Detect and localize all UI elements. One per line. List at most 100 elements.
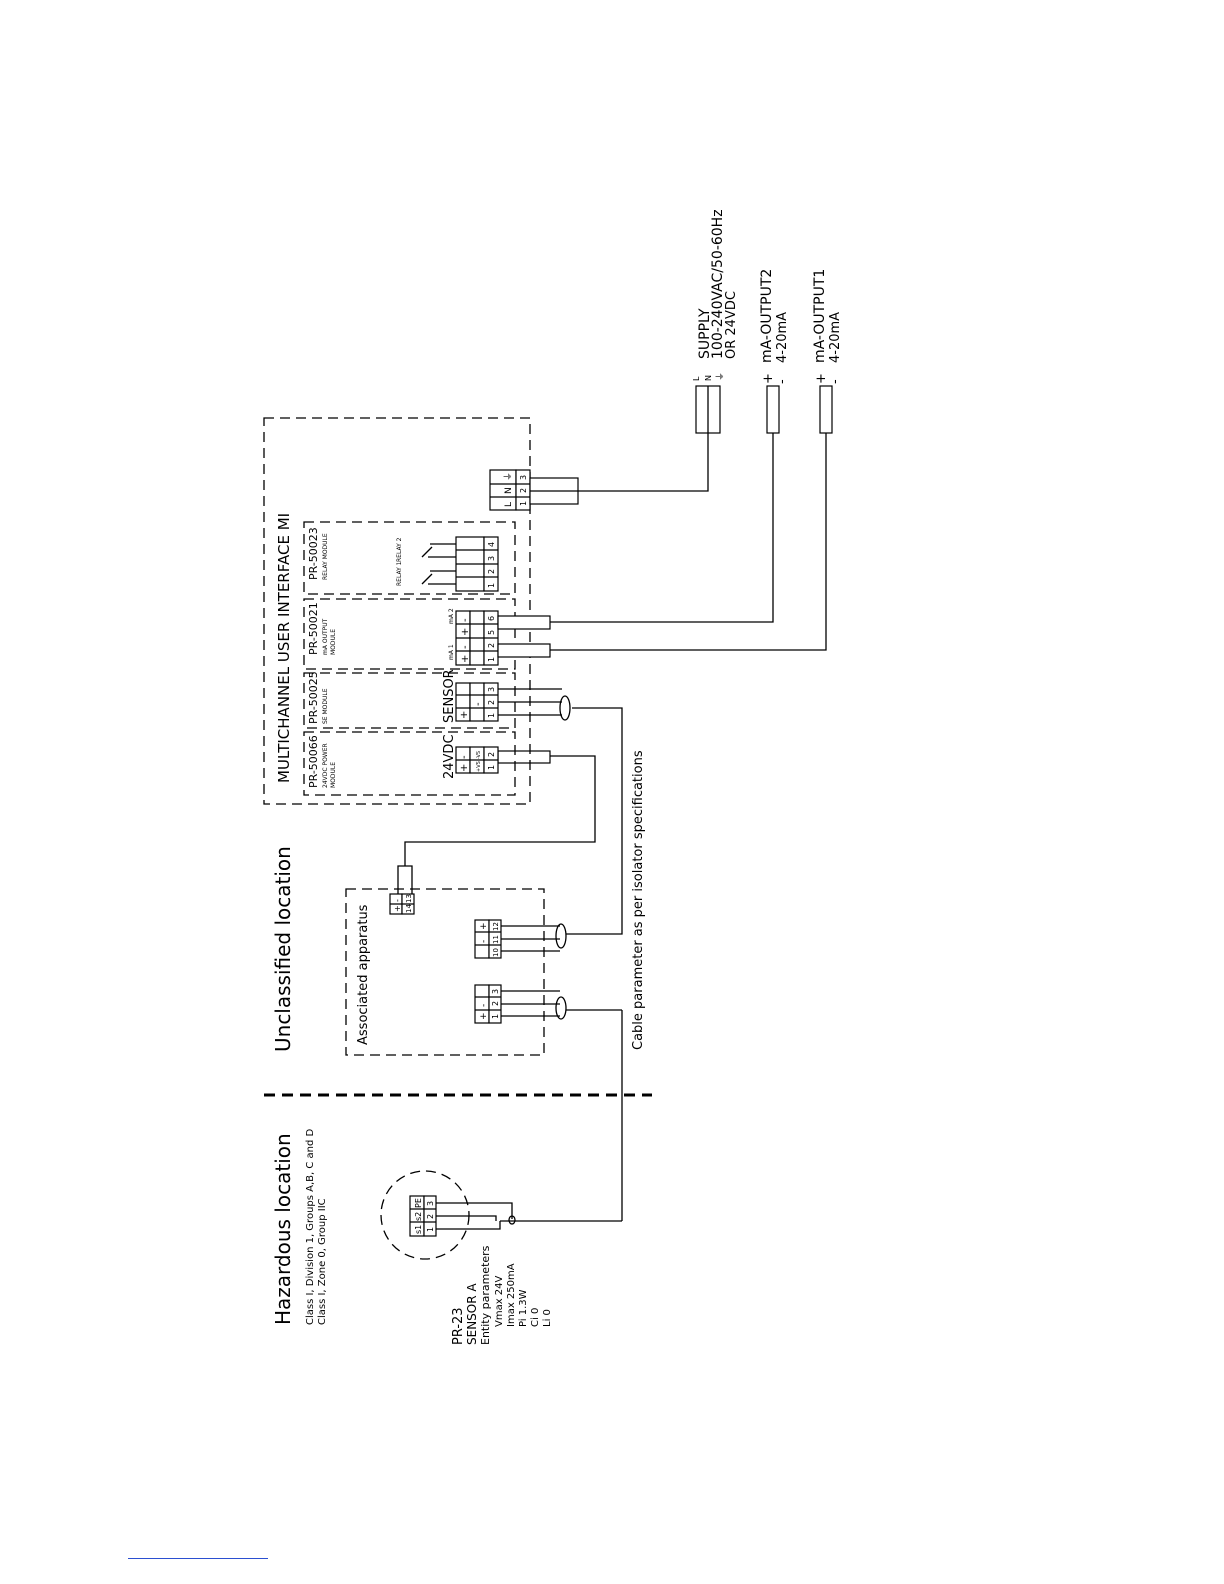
module-ma-output-desc-1: mA OUTPUT [322, 618, 329, 655]
module-sensor-sign-minus: - [473, 702, 484, 706]
module-ma-sign-4: - [460, 618, 471, 622]
block-c-number-14: 14 [405, 904, 413, 913]
sensor-param-li: Li 0 [542, 1309, 553, 1327]
module-ma-sign-3: + [460, 628, 471, 636]
sensor-enclosure [380, 1170, 470, 1260]
output-2-minus: - [775, 379, 790, 384]
sensor-param-pi: Pi 1.3W [518, 1289, 529, 1327]
module-power-model: PR-50066 [307, 735, 320, 788]
supply-wire-n: N [704, 375, 713, 381]
module-ma-sign-2: - [460, 645, 471, 649]
module-sensor-terminal-title: SENSOR [442, 669, 457, 723]
supply-alt-voltage: OR 24VDC [724, 291, 739, 359]
sensor-terminal-label-1: s1 [414, 1225, 423, 1234]
supply-terminal-number-2: 2 [519, 488, 528, 493]
block-a-sign-2: - [479, 1004, 489, 1007]
relay-2-contact [421, 543, 456, 558]
module-power-sign-plus: + [459, 764, 470, 772]
output-1-title: mA-OUTPUT1 [812, 269, 828, 363]
module-power-terminal-title: 24VDC [442, 734, 457, 779]
supply-terminal-number-3: 3 [519, 475, 528, 480]
supply-terminal-label-l: L [504, 502, 514, 507]
output-2-range: 4-20mA [775, 312, 790, 363]
module-ma-number-1: 1 [487, 657, 496, 662]
module-power-sign-minus: - [459, 755, 470, 759]
output-2-plus: + [761, 373, 776, 384]
module-sensor-number-2: 2 [487, 700, 496, 705]
module-ma-group-2: mA 2 [448, 608, 455, 624]
module-ma-number-5: 5 [487, 630, 496, 635]
associated-terminal-block-a: + - 1 2 3 [474, 984, 502, 1024]
block-c-sign-minus: - [393, 899, 402, 902]
module-relay-label-1: RELAY 1 [396, 561, 403, 586]
sensor-param-vmax: Vmax 24V [494, 1275, 505, 1327]
supply-cable [529, 433, 709, 505]
module-power-sub-minus: -VS [476, 751, 482, 759]
module-sensor-number-3: 3 [487, 687, 496, 692]
supply-wire-l: L [692, 376, 701, 381]
module-sensor-sign-plus: + [459, 711, 470, 719]
module-relay-box [303, 521, 516, 595]
block-a-number-3: 3 [491, 989, 500, 994]
module-ma-sign-1: + [460, 655, 471, 663]
sensor-terminal-label-2: s2 [414, 1212, 423, 1221]
supply-wire-pe: ⏚ [715, 372, 726, 381]
output-2-title: mA-OUTPUT2 [759, 269, 775, 363]
interface-enclosure [263, 417, 531, 805]
module-relay-number-1: 1 [487, 583, 496, 588]
module-power-sub-plus: +VS [476, 761, 482, 772]
block-c-number-13: 13 [405, 894, 413, 903]
cable-parameter-note: Cable parameter as per isolator specific… [631, 750, 646, 1050]
module-relay-terminal-block: 1 2 3 4 [455, 536, 499, 592]
module-relay-model: PR-50023 [307, 527, 320, 580]
module-relay-desc: RELAY MODULE [322, 533, 329, 580]
block-a-number-2: 2 [491, 1001, 500, 1006]
block-b-sign-2: + [479, 922, 489, 930]
supply-voltage: 100-240VAC/50-60Hz [710, 209, 726, 359]
sensor-param-ci: Ci 0 [530, 1308, 541, 1327]
module-power-number-2: 2 [487, 752, 496, 757]
sensor-param-imax: Imax 250mA [506, 1263, 517, 1327]
supply-terminal-number-1: 1 [519, 501, 528, 506]
output-2-wires: + - [761, 373, 790, 434]
block-b-number-2: 11 [492, 935, 500, 944]
sensor-terminal-label-3: PE [414, 1198, 423, 1208]
block-b-number-1: 10 [492, 948, 500, 957]
sensor-name: SENSOR A [465, 1283, 479, 1345]
module-ma-number-6: 6 [487, 616, 496, 621]
hazardous-class-line-1: Class I, Division 1, Groups A,B, C and D [305, 1128, 316, 1325]
module-ma-output-model: PR-50021 [307, 602, 320, 655]
associated-terminal-block-b: - + 10 11 12 [474, 919, 502, 959]
block-b-number-3: 12 [492, 922, 500, 931]
module-relay-number-3: 3 [487, 556, 496, 561]
module-sensor-terminal-block: + - 1 2 3 [455, 682, 499, 722]
interface-title: MULTICHANNEL USER INTERFACE MI [275, 513, 293, 783]
module-power-desc-2: MODULE [330, 762, 337, 788]
module-ma-number-2: 2 [487, 643, 496, 648]
module-sensor-box [303, 672, 516, 729]
supply-title: SUPPLY [697, 308, 713, 359]
module-ma-group-1: mA 1 [448, 644, 455, 660]
module-power-box [303, 731, 516, 796]
module-sensor-number-1: 1 [487, 713, 496, 718]
module-relay-number-2: 2 [487, 569, 496, 574]
module-relay-number-4: 4 [487, 542, 496, 547]
sensor-cable [436, 1010, 623, 1230]
module-power-desc-1: 24VDC POWER [322, 743, 329, 788]
block-b-sign-1: - [479, 940, 489, 943]
block-a-cable [501, 990, 622, 1020]
sensor-terminal-number-2: 2 [426, 1214, 435, 1219]
associated-apparatus-box [345, 888, 545, 1056]
sensor-terminal-number-3: 3 [426, 1201, 435, 1206]
hazardous-class-line-2: Class I, Zone 0, Group IIC [317, 1198, 328, 1325]
supply-terminal-label-n: N [504, 487, 514, 494]
block-a-sign-1: + [479, 1012, 489, 1020]
sensor-terminal-number-1: 1 [426, 1227, 435, 1232]
module-ma-output-box [303, 598, 516, 670]
supply-wires: L N ⏚ [692, 372, 726, 434]
module-ma-output-terminal-block: + - + - 1 2 5 6 [455, 610, 499, 666]
footer-rule [128, 1558, 268, 1559]
module-sensor-model: PR-50025 [307, 671, 320, 724]
block-c-sign-plus: + [393, 905, 402, 912]
